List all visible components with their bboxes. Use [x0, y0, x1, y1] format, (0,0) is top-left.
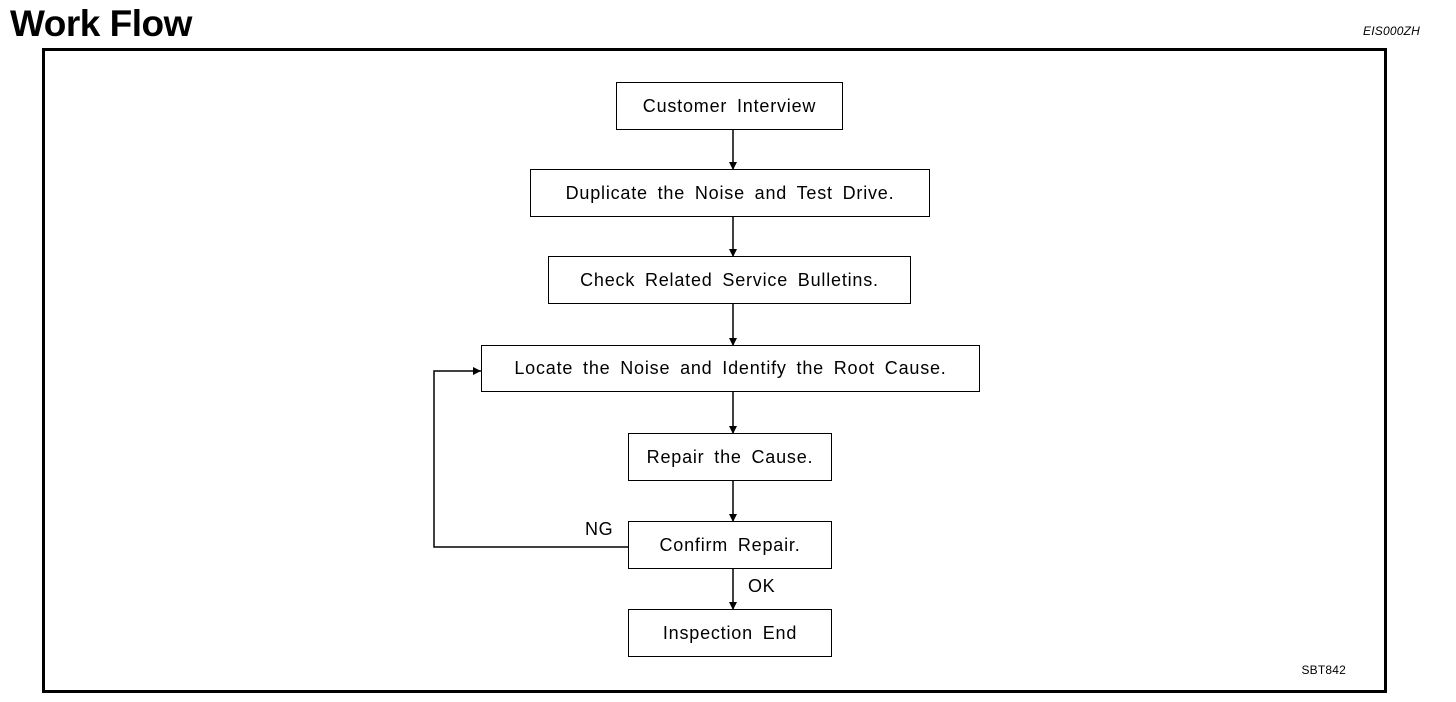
step-inspection-end: Inspection End	[628, 609, 832, 657]
ok-label: OK	[748, 576, 776, 596]
diagram-frame: Customer Interview Duplicate the Noise a…	[42, 48, 1387, 693]
ng-label: NG	[585, 519, 614, 539]
step-confirm-repair: Confirm Repair.	[628, 521, 832, 569]
step-locate-noise-root-cause: Locate the Noise and Identify the Root C…	[481, 345, 980, 392]
step-repair-cause: Repair the Cause.	[628, 433, 832, 481]
flow-connectors	[433, 130, 737, 610]
step-duplicate-noise-test-drive: Duplicate the Noise and Test Drive.	[530, 169, 930, 217]
step-customer-interview: Customer Interview	[616, 82, 843, 130]
page-title: Work Flow	[10, 3, 192, 44]
document-code: EIS000ZH	[1363, 24, 1420, 38]
step-check-service-bulletins: Check Related Service Bulletins.	[548, 256, 911, 304]
arrow-ng-loop	[433, 367, 630, 548]
figure-code: SBT842	[1301, 663, 1346, 677]
